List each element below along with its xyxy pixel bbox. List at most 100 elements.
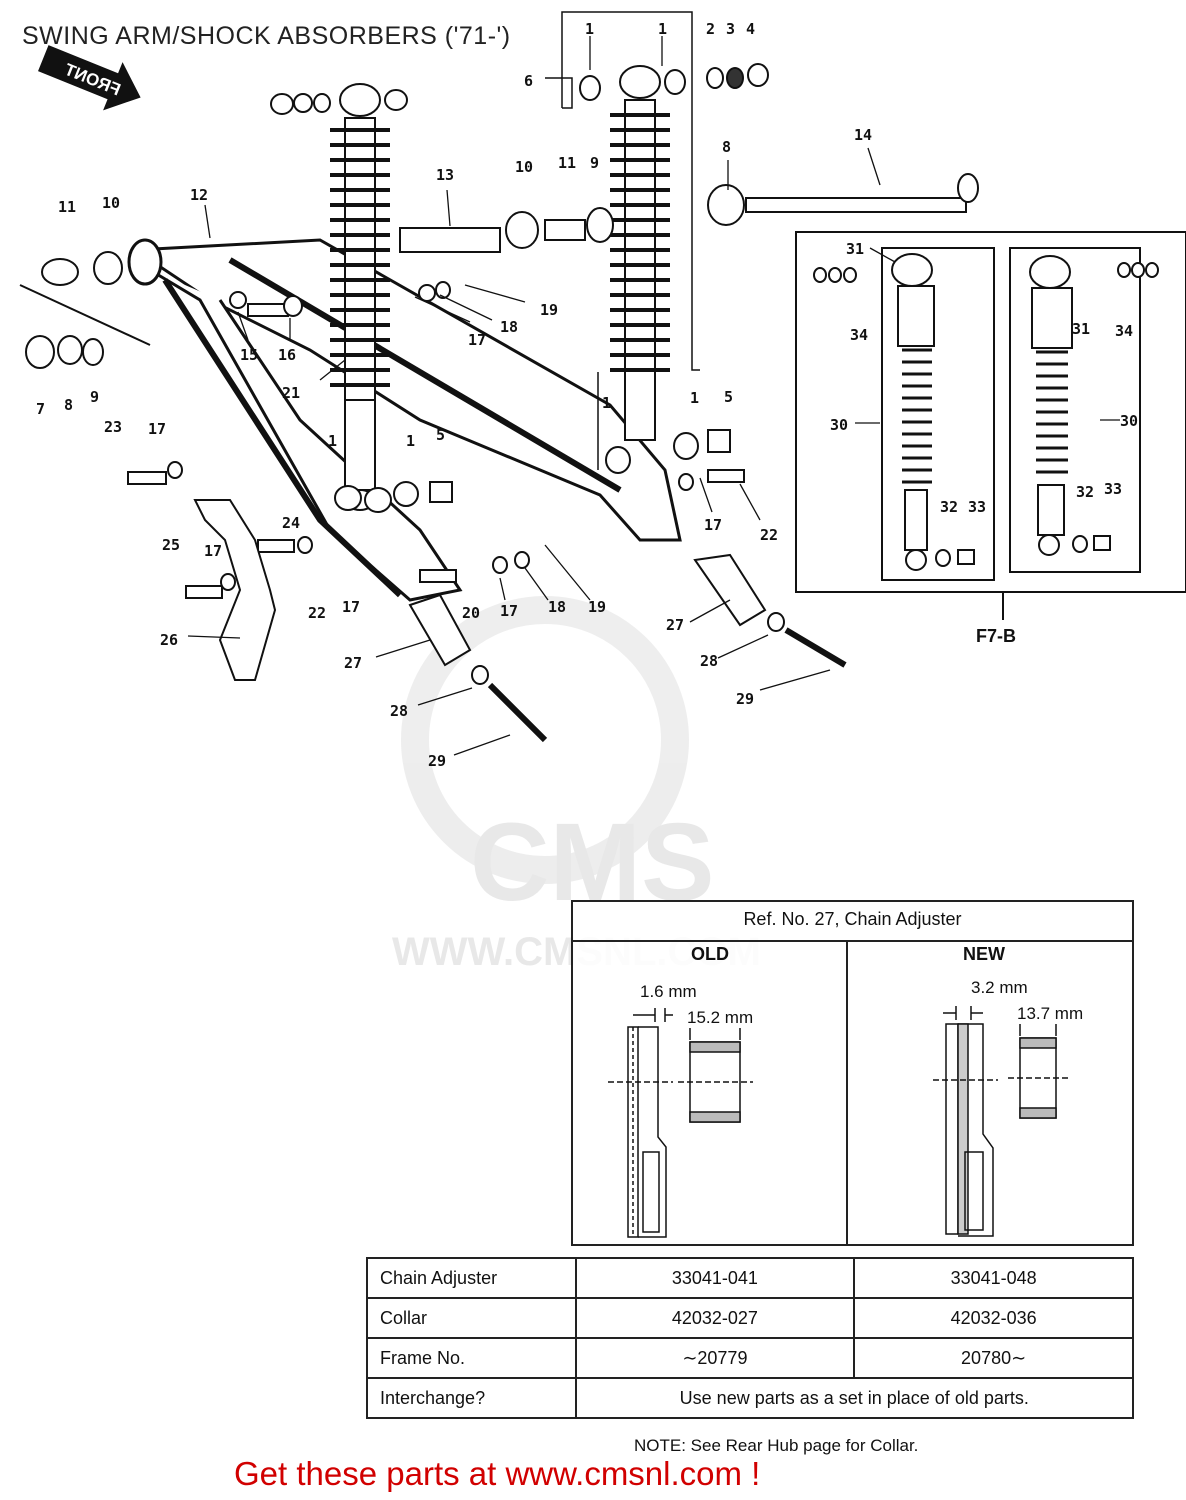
callout-7: 7 [36, 400, 45, 418]
callout-17: 17 [704, 516, 722, 534]
callout-17: 17 [204, 542, 222, 560]
callout-1: 1 [602, 394, 611, 412]
callout-34: 34 [850, 326, 868, 344]
callout-12: 12 [190, 186, 208, 204]
callout-24: 24 [282, 514, 300, 532]
lower-hardware [127, 281, 745, 599]
chain-adjuster-reference: Ref. No. 27, Chain Adjuster OLD NEW 1.6 … [571, 900, 1134, 1246]
callout-11: 11 [58, 198, 76, 216]
callout-20: 20 [462, 604, 480, 622]
leader-lines [187, 36, 1120, 756]
assembly-bracket [545, 11, 700, 470]
old-part-number: 42032-027 [574, 1297, 856, 1339]
callout-19: 19 [588, 598, 606, 616]
callout-29: 29 [428, 752, 446, 770]
chain-adjusters [193, 499, 847, 743]
callout-10: 10 [515, 158, 533, 176]
callout-17: 17 [148, 420, 166, 438]
old-part-number: 33041-041 [574, 1257, 856, 1299]
old-thickness: 1.6 mm [640, 982, 697, 1001]
callout-17: 17 [468, 331, 486, 349]
new-frame-range: 20780∼ [853, 1337, 1134, 1379]
table-row: Frame No. ∼20779 20780∼ [366, 1337, 1134, 1379]
callout-3: 3 [726, 20, 735, 38]
callout-34: 34 [1115, 322, 1133, 340]
callout-1: 1 [658, 20, 667, 38]
callout-33: 33 [968, 498, 986, 516]
callout-30: 30 [830, 416, 848, 434]
callout-22: 22 [760, 526, 778, 544]
parts-spec-table: Chain Adjuster 33041-041 33041-048 Colla… [366, 1257, 1135, 1419]
callout-23: 23 [104, 418, 122, 436]
row-label: Interchange? [366, 1377, 577, 1419]
callout-8: 8 [64, 396, 73, 414]
callout-30: 30 [1120, 412, 1138, 430]
callout-10: 10 [102, 194, 120, 212]
callout-5: 5 [436, 426, 445, 444]
new-thickness: 3.2 mm [971, 978, 1028, 997]
new-part-number: 33041-048 [853, 1257, 1134, 1299]
callout-32: 32 [940, 498, 958, 516]
callout-4: 4 [746, 20, 755, 38]
adjuster-drawings [608, 1006, 1068, 1238]
callout-28: 28 [390, 702, 408, 720]
ref-table-title: Ref. No. 27, Chain Adjuster [573, 902, 1132, 942]
old-collar-length: 15.2 mm [687, 1008, 754, 1027]
callout-9: 9 [90, 388, 99, 406]
row-label: Collar [366, 1297, 577, 1339]
table-row: Chain Adjuster 33041-041 33041-048 [366, 1257, 1134, 1299]
old-column-header: OLD [691, 944, 729, 964]
callout-27: 27 [344, 654, 362, 672]
promo-link[interactable]: Get these parts at www.cmsnl.com ! [234, 1455, 761, 1492]
callout-29: 29 [736, 690, 754, 708]
callout-25: 25 [162, 536, 180, 554]
f7b-inset [795, 231, 1186, 620]
new-part-number: 42032-036 [853, 1297, 1134, 1339]
row-label: Chain Adjuster [366, 1257, 577, 1299]
callout-28: 28 [700, 652, 718, 670]
callout-17: 17 [500, 602, 518, 620]
callout-31: 31 [1072, 320, 1090, 338]
callout-18: 18 [500, 318, 518, 336]
callout-11: 11 [558, 154, 576, 172]
callout-16: 16 [278, 346, 296, 364]
callout-5: 5 [724, 388, 733, 406]
table-row: Interchange? Use new parts as a set in p… [366, 1377, 1135, 1419]
shock-absorber-left [270, 83, 408, 511]
upper-hardware [399, 63, 979, 253]
callout-1: 1 [690, 389, 699, 407]
interchange-answer: Use new parts as a set in place of old p… [574, 1377, 1135, 1419]
row-label: Frame No. [366, 1337, 577, 1379]
new-collar-length: 13.7 mm [1017, 1004, 1084, 1023]
page-title: SWING ARM/SHOCK ABSORBERS ('71-') [22, 22, 511, 50]
callout-26: 26 [160, 631, 178, 649]
callout-1: 1 [585, 20, 594, 38]
callout-6: 6 [524, 72, 533, 90]
pivot-bushings [19, 251, 151, 369]
callout-19: 19 [540, 301, 558, 319]
callout-17: 17 [342, 598, 360, 616]
callout-22: 22 [308, 604, 326, 622]
collar-note: NOTE: See Rear Hub page for Collar. [634, 1436, 919, 1455]
callout-13: 13 [436, 166, 454, 184]
callout-14: 14 [854, 126, 872, 144]
callout-32: 32 [1076, 483, 1094, 501]
callout-27: 27 [666, 616, 684, 634]
callout-31: 31 [846, 240, 864, 258]
new-column-header: NEW [963, 944, 1005, 964]
callout-8: 8 [722, 138, 731, 156]
callouts: 1 1 6 2 3 4 8 14 11 10 12 13 10 11 9 7 8… [36, 20, 1138, 770]
callout-1: 1 [328, 432, 337, 450]
callout-1: 1 [406, 432, 415, 450]
old-frame-range: ∼20779 [574, 1337, 856, 1379]
table-row: Collar 42032-027 42032-036 [366, 1297, 1134, 1339]
shock-absorber-right [579, 65, 731, 474]
callout-21: 21 [282, 384, 300, 402]
callout-9: 9 [590, 154, 599, 172]
callout-18: 18 [548, 598, 566, 616]
column-divider [846, 940, 848, 1246]
inset-label: F7-B [976, 626, 1016, 646]
callout-2: 2 [706, 20, 715, 38]
callout-15: 15 [240, 346, 258, 364]
